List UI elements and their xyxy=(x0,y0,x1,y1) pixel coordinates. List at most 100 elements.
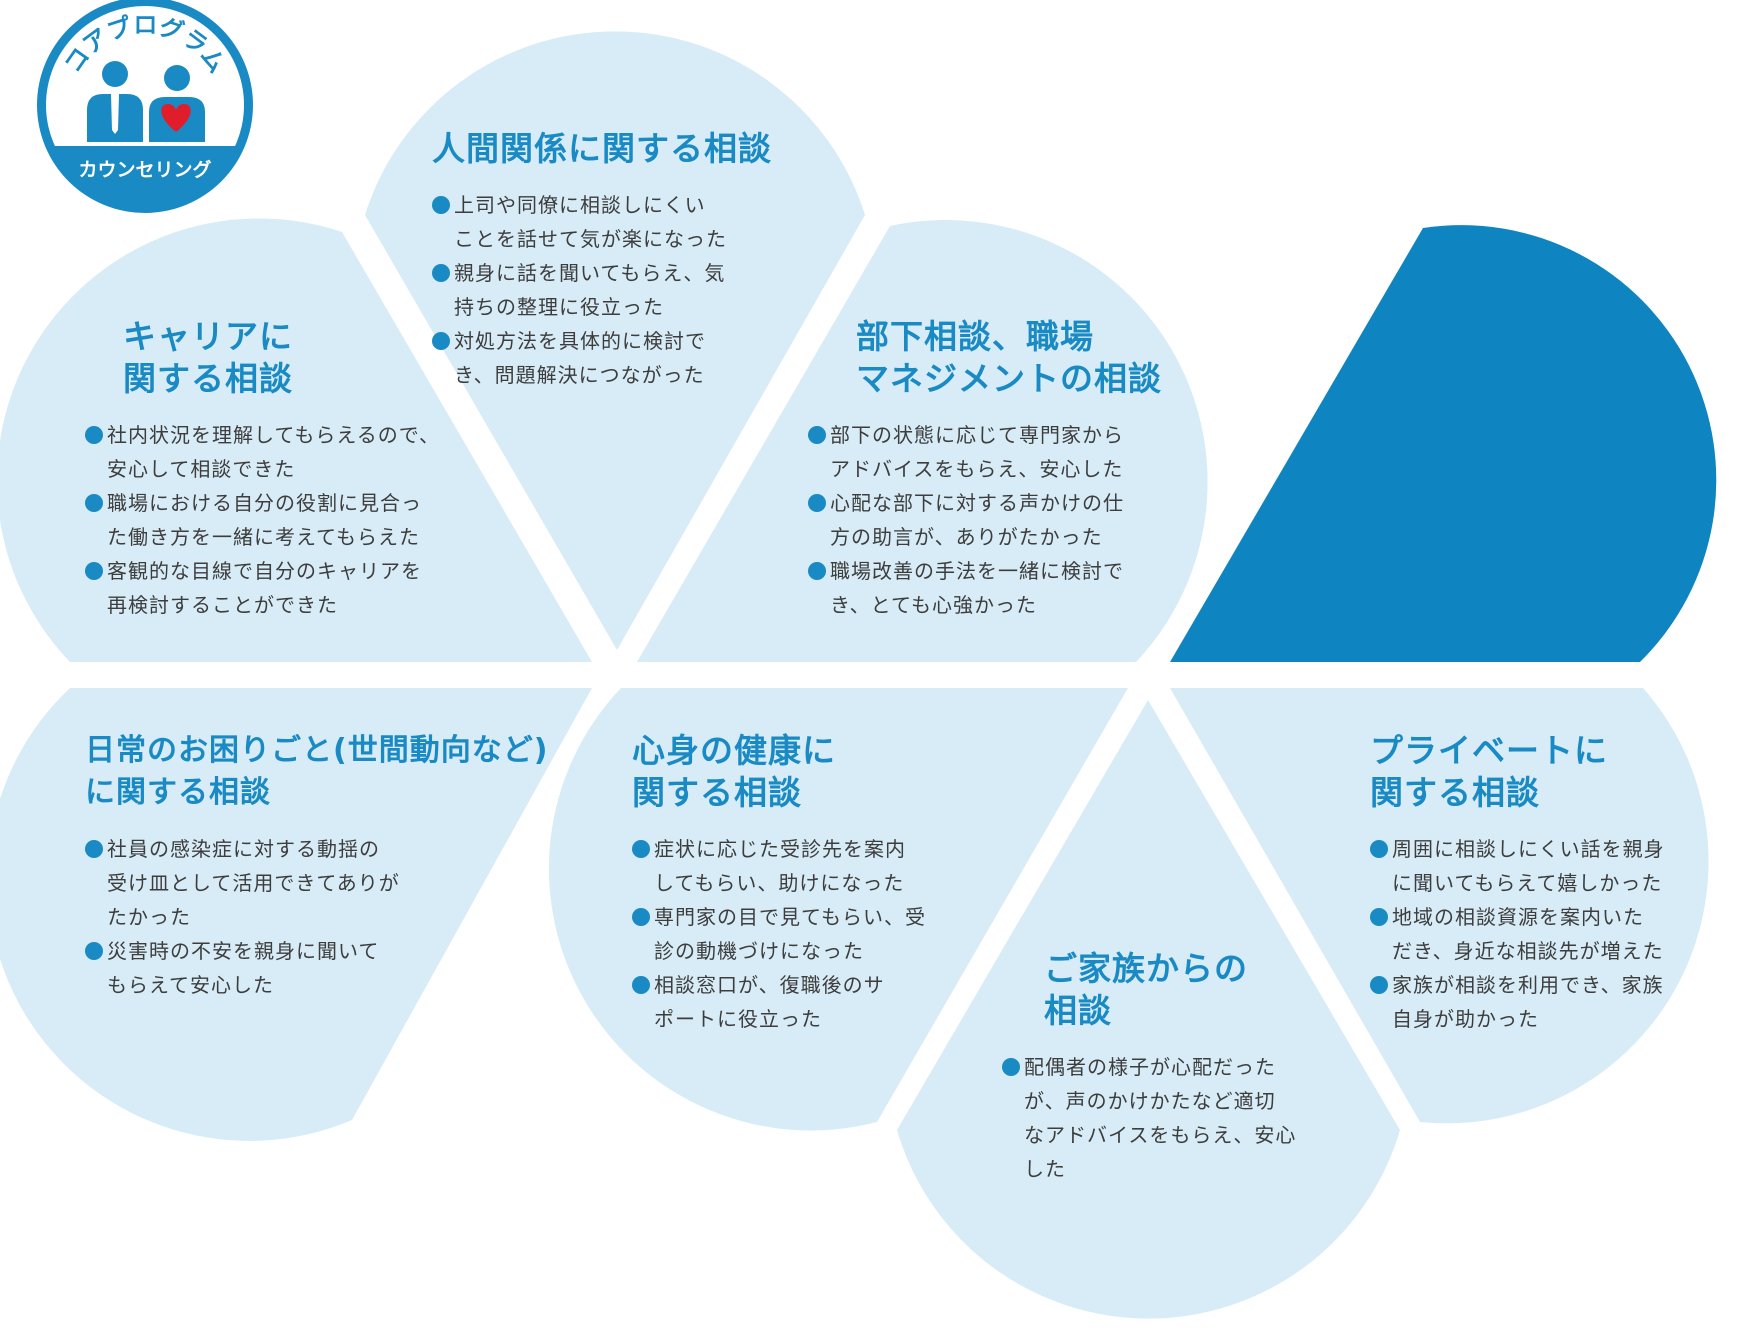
item-line: もらえて安心した xyxy=(107,973,274,997)
item-line: き、問題解決につながった xyxy=(454,363,705,387)
section-title: プライベートに関する相談 xyxy=(1370,730,1700,814)
item-line: たかった xyxy=(107,905,191,929)
section-items: 配偶者の様子が心配だったが、声のかけかたなど適切なアドバイスをもらえ、安心した xyxy=(1002,1050,1332,1186)
section-private: プライベートに関する相談 周囲に相談しにくい話を親身に聞いてもらえて嬉しかった地… xyxy=(1370,730,1700,1036)
section-human-relations: 人間関係に関する相談 上司や同僚に相談しにくいことを話せて気が楽になった親身に話… xyxy=(432,128,832,392)
section-items: 社員の感染症に対する動揺の受け皿として活用できてありがたかった災害時の不安を親身… xyxy=(85,832,545,1002)
section-title: 部下相談、職場マネジメントの相談 xyxy=(856,316,1168,400)
section-title: ご家族からの相談 xyxy=(1044,948,1332,1032)
item-line: ポートに役立った xyxy=(654,1007,822,1031)
item-line: 災害時の不安を親身に聞いて xyxy=(107,939,380,963)
bubble-private xyxy=(1170,688,1709,1124)
list-item: 上司や同僚に相談しにくいことを話せて気が楽になった xyxy=(432,188,832,256)
section-title: キャリアに関する相談 xyxy=(123,316,505,400)
section-career: キャリアに関する相談 社内状況を理解してもらえるので、安心して相談できた職場にお… xyxy=(85,316,505,622)
section-title: 心身の健康に関する相談 xyxy=(632,730,962,814)
list-item: 専門家の目で見てもらい、受診の動機づけになった xyxy=(632,900,962,968)
list-item: 症状に応じた受診先を案内してもらい、助けになった xyxy=(632,832,962,900)
section-items: 周囲に相談しにくい話を親身に聞いてもらえて嬉しかった地域の相談資源を案内いただき… xyxy=(1370,832,1700,1036)
list-item: 配偶者の様子が心配だったが、声のかけかたなど適切なアドバイスをもらえ、安心した xyxy=(1002,1050,1332,1186)
bubble-health xyxy=(548,688,1128,1131)
section-items: 部下の状態に応じて専門家からアドバイスをもらえ、安心した心配な部下に対する声かけ… xyxy=(808,418,1168,622)
title-line: 日常のお困りごと(世間動向など) xyxy=(85,733,549,768)
item-line: 相談窓口が、復職後のサ xyxy=(654,973,885,997)
item-line: 受け皿として活用できてありが xyxy=(107,871,400,895)
two-people-heart-icon xyxy=(87,61,205,142)
item-line: だき、身近な相談先が増えた xyxy=(1392,939,1664,963)
item-line: なアドバイスをもらえ、安心 xyxy=(1024,1123,1297,1147)
item-line: 自身が助かった xyxy=(1392,1007,1539,1031)
section-title: 日常のお困りごと(世間動向など)に関する相談 xyxy=(85,730,549,814)
list-item: 地域の相談資源を案内いただき、身近な相談先が増えた xyxy=(1370,900,1700,968)
title-line: 関する相談 xyxy=(1370,773,1540,812)
section-items: 社内状況を理解してもらえるので、安心して相談できた職場における自分の役割に見合っ… xyxy=(85,418,505,622)
item-line: 対処方法を具体的に検討で xyxy=(454,329,706,353)
bubble-career xyxy=(0,218,592,662)
item-line: 専門家の目で見てもらい、受 xyxy=(654,905,926,929)
core-program-logo: コアプログラム カウンセリング xyxy=(37,0,253,213)
logo-bottom-band xyxy=(52,146,238,212)
title-line: 相談 xyxy=(1044,991,1112,1030)
highlight-segment xyxy=(1170,225,1717,662)
title-line: プライベートに xyxy=(1370,731,1608,770)
list-item: 職場改善の手法を一緒に検討でき、とても心強かった xyxy=(808,554,1168,622)
list-item: 社内状況を理解してもらえるので、安心して相談できた xyxy=(85,418,505,486)
item-line: アドバイスをもらえ、安心した xyxy=(830,457,1124,481)
section-subordinate: 部下相談、職場マネジメントの相談 部下の状態に応じて専門家からアドバイスをもらえ… xyxy=(808,316,1168,622)
title-line: 関する相談 xyxy=(123,359,293,398)
item-line: 再検討することができた xyxy=(107,593,338,617)
list-item: 心配な部下に対する声かけの仕方の助言が、ありがたかった xyxy=(808,486,1168,554)
title-line: 人間関係に関する相談 xyxy=(432,129,772,168)
title-line: 心身の健康に xyxy=(632,731,836,770)
item-line: 周囲に相談しにくい話を親身 xyxy=(1392,837,1665,861)
item-line: 社内状況を理解してもらえるので、 xyxy=(107,423,440,447)
item-line: した xyxy=(1024,1157,1066,1181)
list-item: 家族が相談を利用でき、家族自身が助かった xyxy=(1370,968,1700,1036)
item-line: に聞いてもらえて嬉しかった xyxy=(1392,871,1663,895)
item-line: 心配な部下に対する声かけの仕 xyxy=(830,491,1124,515)
item-line: 社員の感染症に対する動揺の xyxy=(107,837,380,861)
item-line: 配偶者の様子が心配だった xyxy=(1024,1055,1276,1079)
item-line: 客観的な目線で自分のキャリアを xyxy=(107,559,422,583)
list-item: 災害時の不安を親身に聞いてもらえて安心した xyxy=(85,934,545,1002)
bubble-human-relations xyxy=(365,31,865,651)
list-item: 対処方法を具体的に検討でき、問題解決につながった xyxy=(432,324,832,392)
item-line: 職場における自分の役割に見合っ xyxy=(107,491,422,515)
section-items: 症状に応じた受診先を案内してもらい、助けになった専門家の目で見てもらい、受診の動… xyxy=(632,832,962,1036)
title-line: 関する相談 xyxy=(632,773,802,812)
logo-bottom-text: カウンセリング xyxy=(78,158,211,181)
title-line: マネジメントの相談 xyxy=(856,359,1162,398)
item-line: 上司や同僚に相談しにくい xyxy=(454,193,706,217)
list-item: 客観的な目線で自分のキャリアを再検討することができた xyxy=(85,554,505,622)
section-items: 上司や同僚に相談しにくいことを話せて気が楽になった親身に話を聞いてもらえ、気持ち… xyxy=(432,188,832,392)
section-health: 心身の健康に関する相談 症状に応じた受診先を案内してもらい、助けになった専門家の… xyxy=(632,730,962,1036)
item-line: 地域の相談資源を案内いた xyxy=(1392,905,1644,929)
item-line: 安心して相談できた xyxy=(107,457,296,481)
list-item: 部下の状態に応じて専門家からアドバイスをもらえ、安心した xyxy=(808,418,1168,486)
list-item: 相談窓口が、復職後のサポートに役立った xyxy=(632,968,962,1036)
section-title: 人間関係に関する相談 xyxy=(432,128,832,170)
item-line: た働き方を一緒に考えてもらえた xyxy=(107,525,420,549)
item-line: 症状に応じた受診先を案内 xyxy=(654,837,906,861)
item-line: してもらい、助けになった xyxy=(654,871,905,895)
item-line: 職場改善の手法を一緒に検討で xyxy=(830,559,1124,583)
title-line: ご家族からの xyxy=(1044,949,1248,988)
bubble-family xyxy=(897,700,1400,1319)
section-daily: 日常のお困りごと(世間動向など)に関する相談 社員の感染症に対する動揺の受け皿と… xyxy=(85,730,549,1002)
title-line: 部下相談、職場 xyxy=(856,317,1094,356)
bubble-daily xyxy=(0,688,592,1141)
title-line: キャリアに xyxy=(123,317,293,356)
item-line: き、とても心強かった xyxy=(830,593,1037,617)
item-line: 方の助言が、ありがたかった xyxy=(830,525,1103,549)
list-item: 社員の感染症に対する動揺の受け皿として活用できてありがたかった xyxy=(85,832,545,934)
item-line: 診の動機づけになった xyxy=(654,939,864,963)
item-line: 家族が相談を利用でき、家族 xyxy=(1392,973,1664,997)
item-line: 親身に話を聞いてもらえ、気 xyxy=(454,261,726,285)
item-line: が、声のかけかたなど適切 xyxy=(1024,1089,1276,1113)
bubble-subordinate xyxy=(637,220,1208,663)
list-item: 職場における自分の役割に見合った働き方を一緒に考えてもらえた xyxy=(85,486,505,554)
list-item: 周囲に相談しにくい話を親身に聞いてもらえて嬉しかった xyxy=(1370,832,1700,900)
item-line: ことを話せて気が楽になった xyxy=(454,227,727,251)
section-family: ご家族からの相談 配偶者の様子が心配だったが、声のかけかたなど適切なアドバイスを… xyxy=(1002,948,1332,1186)
